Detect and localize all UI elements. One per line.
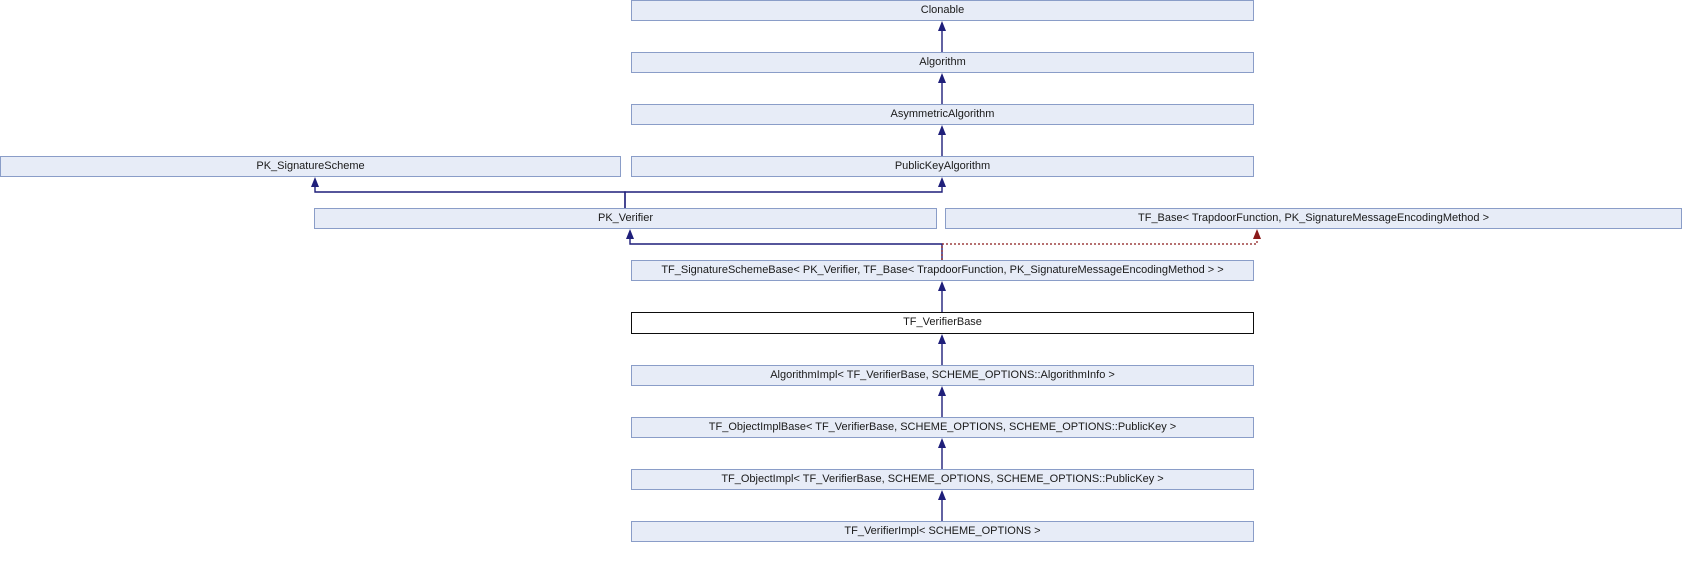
edge-tfobjectimpl-to-tfobjectimplbase [938, 438, 946, 469]
node-algorithmimpl[interactable]: AlgorithmImpl< TF_VerifierBase, SCHEME_O… [631, 365, 1254, 386]
node-tf-signatureschemebase[interactable]: TF_SignatureSchemeBase< PK_Verifier, TF_… [631, 260, 1254, 281]
edge-algorithm-to-clonable [938, 21, 946, 52]
node-publickeyalgorithm[interactable]: PublicKeyAlgorithm [631, 156, 1254, 177]
edge-algorithmimpl-to-tfverifierbase [938, 334, 946, 365]
edge-pkverifier-to-pksignaturescheme [311, 177, 626, 208]
edge-tfsignatureschemebase-to-tfbase-usage [941, 229, 1261, 260]
edge-publickeyalgorithm-to-asymmetricalgorithm [938, 125, 946, 156]
edge-tfobjectimplbase-to-algorithmimpl [938, 386, 946, 417]
node-clonable[interactable]: Clonable [631, 0, 1254, 21]
node-asymmetric-algorithm[interactable]: AsymmetricAlgorithm [631, 104, 1254, 125]
edge-tfverifierimpl-to-tfobjectimpl [938, 490, 946, 521]
node-pk-verifier[interactable]: PK_Verifier [314, 208, 937, 229]
node-tf-verifierimpl[interactable]: TF_VerifierImpl< SCHEME_OPTIONS > [631, 521, 1254, 542]
node-pk-signaturescheme[interactable]: PK_SignatureScheme [0, 156, 621, 177]
edge-tfverifierbase-to-tfsignatureschemebase [938, 281, 946, 312]
node-algorithm[interactable]: Algorithm [631, 52, 1254, 73]
node-tf-base[interactable]: TF_Base< TrapdoorFunction, PK_SignatureM… [945, 208, 1682, 229]
edge-pkverifier-to-publickeyalgorithm [624, 177, 946, 208]
node-tf-objectimplbase[interactable]: TF_ObjectImplBase< TF_VerifierBase, SCHE… [631, 417, 1254, 438]
node-tf-verifierbase[interactable]: TF_VerifierBase [631, 312, 1254, 334]
edge-asymmetricalgorithm-to-algorithm [938, 73, 946, 104]
edge-tfsignatureschemebase-to-pkverifier [626, 229, 943, 260]
node-tf-objectimpl[interactable]: TF_ObjectImpl< TF_VerifierBase, SCHEME_O… [631, 469, 1254, 490]
